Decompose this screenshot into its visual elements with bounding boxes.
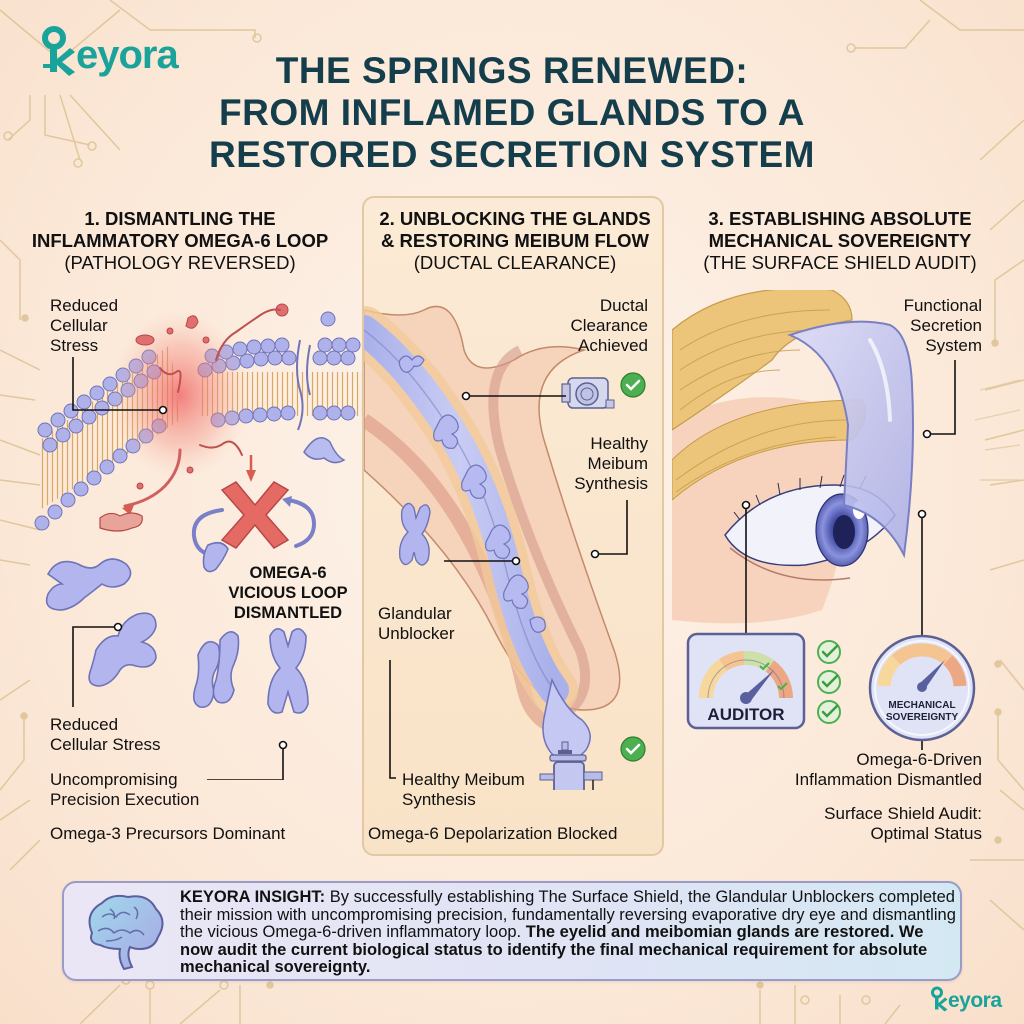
insight-label: KEYORA INSIGHT: (180, 888, 326, 906)
insight-emphasis: The eyelid and meibomian glands are rest… (180, 923, 928, 976)
insight-body: By successfully establishing The Surface… (180, 888, 956, 941)
keyora-logo-bottom[interactable]: eyora (930, 986, 1002, 1012)
brain-icon (88, 894, 164, 971)
title-line-2: FROM INFLAMED GLANDS TO A (219, 92, 805, 133)
section-2-heading-line-2: & RESTORING MEIBUM FLOW (381, 230, 649, 251)
key-k-icon (42, 26, 75, 76)
section-2-header: 2. UNBLOCKING THE GLANDS & RESTORING MEI… (365, 208, 665, 274)
section-2-illustration (364, 305, 646, 790)
section-3-heading-line-2: MECHANICAL SOVEREIGNTY (708, 230, 972, 251)
label-healthy-meibum-right: Healthy Meibum Synthesis (574, 434, 648, 493)
label-omega6-inflammation-dismantled: Omega-6-Driven Inflammation Dismantled (794, 750, 982, 789)
label-omega6-depolarization: Omega-6 Depolarization Blocked (368, 824, 618, 843)
valve-device-icon (539, 741, 603, 790)
label-reduced-cellular-stress-top: Reduced Cellular Stress (50, 296, 119, 355)
section-3-illustration (672, 290, 1021, 750)
surface-shield-icon (787, 320, 914, 559)
glandular-unblocker-icon (398, 502, 431, 566)
section-1-heading-line-2: INFLAMMATORY OMEGA-6 LOOP (31, 230, 329, 251)
section-3-subheading: (THE SURFACE SHIELD AUDIT) (703, 252, 977, 273)
label-ductal-clearance: Ductal Clearance Achieved (570, 296, 649, 355)
check-circle-icon-2 (620, 736, 646, 762)
callout-lines-2 (389, 395, 628, 779)
label-functional-secretion: Functional Secretion System (903, 296, 982, 355)
label-surface-shield-audit: Surface Shield Audit: Optimal Status (824, 804, 982, 843)
label-glandular-unblocker: Glandular Unblocker (378, 604, 455, 643)
label-omega3-dominant: Omega-3 Precursors Dominant (50, 824, 286, 843)
label-omega6-loop-dismantled: OMEGA-6 VICIOUS LOOP DISMANTLED (228, 564, 348, 622)
pump-device-icon (561, 377, 615, 409)
section-2-subheading: (DUCTAL CLEARANCE) (413, 252, 617, 273)
sovereignty-gauge-label-2: SOVEREIGNTY (886, 712, 959, 723)
red-x-icon (220, 481, 290, 549)
label-precision-execution: Uncompromising Precision Execution (50, 770, 200, 809)
section-1-heading-line-1: 1. DISMANTLING THE (84, 208, 276, 229)
callout-lines-3 (745, 360, 956, 750)
title-line-3: RESTORED SECRETION SYSTEM (209, 134, 815, 175)
chromosome-icon (45, 541, 309, 714)
sovereignty-gauge-label-1: MECHANICAL (888, 700, 955, 711)
logo-text-small: eyora (948, 989, 1002, 1012)
check-circle-icon-b (817, 670, 841, 694)
section-1-header: 1. DISMANTLING THE INFLAMMATORY OMEGA-6 … (20, 208, 340, 274)
check-icons-column (817, 640, 841, 724)
auditor-gauge-label: AUDITOR (707, 705, 784, 724)
check-circle-icon (620, 372, 646, 398)
logo-text: eyora (76, 33, 179, 77)
section-3-heading-line-1: 3. ESTABLISHING ABSOLUTE (708, 208, 972, 229)
page-title: THE SPRINGS RENEWED: FROM INFLAMED GLAND… (200, 50, 824, 176)
section-2-heading-line-1: 2. UNBLOCKING THE GLANDS (379, 208, 651, 229)
section-1-subheading: (PATHOLOGY REVERSED) (64, 252, 296, 273)
label-reduced-cellular-stress-lower: Reduced Cellular Stress (50, 715, 161, 754)
inflammation-burst (110, 310, 250, 480)
keyora-insight-box: KEYORA INSIGHT: By successfully establis… (62, 881, 962, 981)
check-circle-icon-a (817, 640, 841, 664)
sovereignty-gauge-icon[interactable]: MECHANICAL SOVEREIGNTY (866, 632, 978, 744)
section-1-illustration (34, 303, 362, 780)
auditor-gauge-icon[interactable]: AUDITOR (686, 632, 806, 732)
title-line-1: THE SPRINGS RENEWED: (275, 50, 749, 91)
gland-duct-illustration (364, 305, 621, 761)
keyora-logo-top[interactable]: eyora (40, 26, 179, 77)
key-k-icon-small (931, 986, 948, 1012)
callout-lines (72, 357, 284, 780)
check-circle-icon-c (817, 700, 841, 724)
inflammation-debris (135, 303, 289, 490)
section-3-header: 3. ESTABLISHING ABSOLUTE MECHANICAL SOVE… (680, 208, 1000, 274)
insight-text: KEYORA INSIGHT: By successfully establis… (180, 888, 960, 977)
label-healthy-meibum-bottom: Healthy Meibum Synthesis (402, 770, 525, 809)
